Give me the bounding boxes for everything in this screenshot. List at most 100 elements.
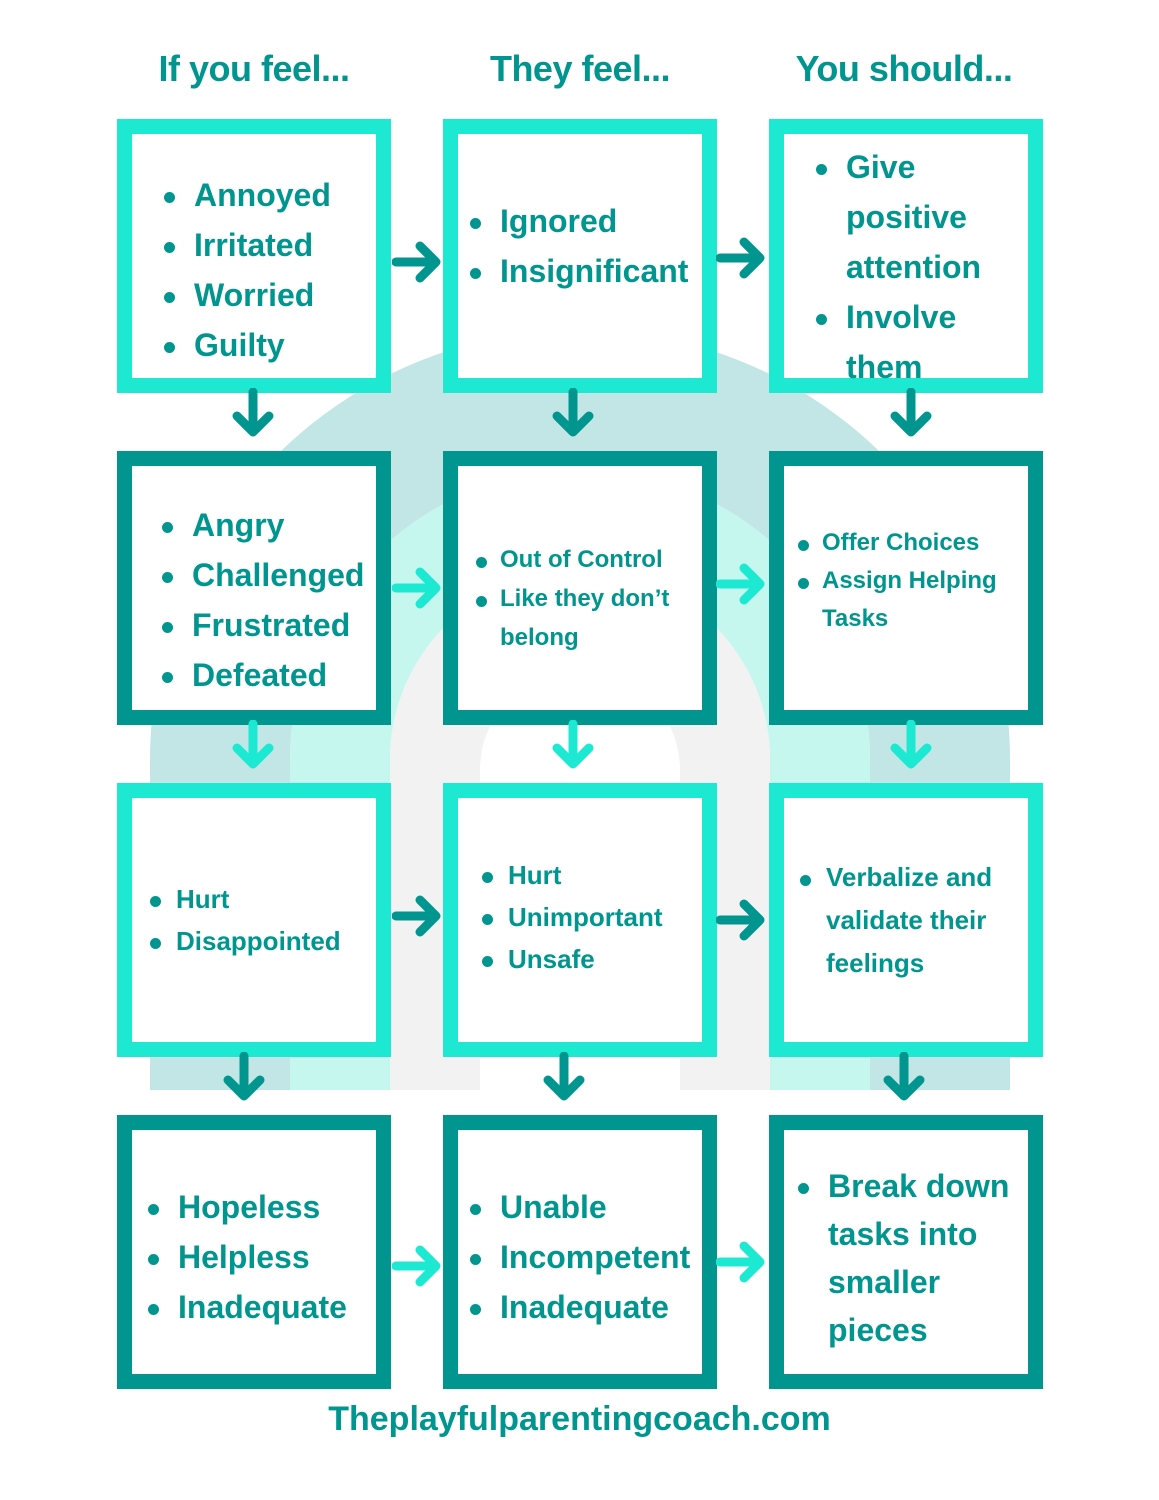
arrow-right-row3-b-shape (716, 899, 765, 941)
list-item: Incompetent (470, 1232, 694, 1282)
list-item: Assign Helping Tasks (798, 562, 1020, 638)
bullet-icon (798, 540, 809, 551)
bullet-icon (162, 622, 173, 633)
list-item: Helpless (148, 1232, 368, 1282)
arrow-right-row2-a-shape (392, 567, 441, 609)
list-item-text: Defeated (192, 657, 328, 693)
bullet-icon (470, 268, 481, 279)
list-item: Hopeless (148, 1182, 368, 1232)
list-item-text: Give positive attention (846, 149, 982, 285)
arrow-right-row3-b (716, 899, 765, 941)
arrow-down-row2-you-should-shape (890, 720, 932, 769)
list-item-text: Out of Control (500, 546, 663, 573)
list-item-text: Disappointed (176, 926, 341, 956)
list-item-text: Annoyed (194, 177, 331, 213)
bullet-icon (470, 1304, 481, 1315)
arrow-right-row2-a (392, 567, 441, 609)
arrow-right-row4-b-shape (716, 1241, 765, 1283)
bullet-icon (148, 1254, 159, 1265)
list-item-text: Helpless (178, 1239, 310, 1275)
arrow-right-row2-b (716, 563, 765, 605)
list-item: Irritated (164, 220, 368, 270)
arrow-down-row3-if-you-feel (223, 1052, 265, 1101)
bullet-icon (482, 914, 493, 925)
arrow-down-row1-you-should-shape (890, 388, 932, 437)
list-item-text: Inadequate (500, 1289, 669, 1325)
list-item-text: Break down tasks into smaller pieces (828, 1168, 1010, 1348)
bullet-icon (148, 1304, 159, 1315)
bullet-icon (476, 595, 487, 607)
bullet-icon (470, 218, 481, 229)
arrow-down-row1-if-you-feel (232, 388, 274, 437)
website-footer: Theplayfulparentingcoach.com (328, 1400, 831, 1438)
arrow-right-row4-a-shape (392, 1245, 441, 1287)
arrow-right-row4-b (716, 1241, 765, 1283)
column-header-they-feel: They feel... (489, 48, 671, 89)
arrow-down-row3-if-you-feel-shape (223, 1052, 265, 1101)
arrow-down-row2-they-feel-shape (552, 720, 594, 769)
rainbow-middle-band (290, 470, 870, 1090)
list-item-text: Incompetent (500, 1239, 691, 1275)
list-item-text: Irritated (194, 227, 314, 263)
bullet-icon (816, 314, 827, 325)
arrow-down-row1-they-feel-shape (552, 388, 594, 437)
bullet-icon (164, 292, 175, 303)
arrow-right-row3-a (392, 895, 441, 937)
list-item: Challenged (162, 550, 368, 600)
list-item: Insignificant (470, 246, 694, 296)
arrow-down-row1-they-feel (552, 388, 594, 437)
list-item-text: Like they don’t belong (500, 585, 670, 651)
arrow-down-row3-you-should (883, 1052, 925, 1101)
bullet-icon (798, 578, 809, 589)
list-item-text: Hurt (176, 884, 230, 914)
list-item-text: Unable (500, 1189, 607, 1225)
list-item: Involve them (816, 292, 1020, 392)
list-item-text: Offer Choices (822, 529, 980, 556)
arrow-down-row1-if-you-feel-shape (232, 388, 274, 437)
list-item: Inadequate (470, 1282, 694, 1332)
arrow-down-row2-you-should (890, 720, 932, 769)
list-item-text: Unimportant (508, 902, 663, 932)
feeling-list: Break down tasks into smaller pieces (798, 1162, 1020, 1354)
arrow-right-row1-b-shape (716, 237, 765, 279)
bullet-icon (150, 896, 161, 907)
arrow-right-row4-a (392, 1245, 441, 1287)
list-item-text: Insignificant (500, 253, 689, 289)
bullet-icon (470, 1204, 481, 1215)
bullet-icon (476, 556, 487, 568)
list-item-text: Angry (192, 507, 285, 543)
bullet-icon (800, 874, 811, 886)
list-item-text: Assign Helping Tasks (822, 567, 997, 632)
list-item-text: Challenged (192, 557, 365, 593)
arrow-right-row3-a-shape (392, 895, 441, 937)
list-item: Defeated (162, 650, 368, 700)
list-item: Like they don’t belong (476, 579, 694, 657)
bullet-icon (482, 956, 493, 967)
column-header-you-should: You should... (795, 48, 1013, 89)
list-item-text: Guilty (194, 327, 285, 363)
list-item-text: Unsafe (508, 944, 595, 974)
bullet-icon (470, 1254, 481, 1265)
arrow-down-row3-they-feel (543, 1052, 585, 1101)
list-item: Offer Choices (798, 524, 1020, 562)
list-item: Angry (162, 500, 368, 550)
list-item-text: Ignored (500, 203, 618, 239)
bullet-icon (150, 938, 161, 949)
list-item-text: Hopeless (178, 1189, 321, 1225)
box-row3-you-should: Verbalize and validate their feelings (769, 783, 1043, 1057)
